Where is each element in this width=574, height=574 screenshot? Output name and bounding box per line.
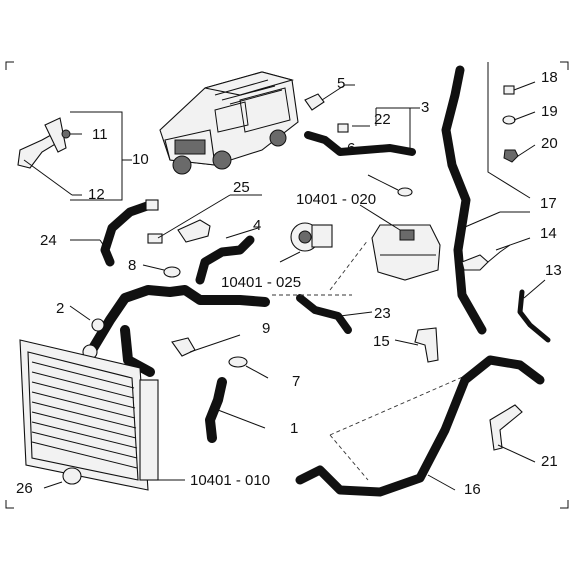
ring-7	[228, 356, 269, 379]
hose-16	[295, 355, 545, 497]
part-5	[304, 84, 355, 111]
label-8: 8	[128, 257, 136, 274]
part-9	[171, 334, 241, 357]
water-pump	[279, 222, 333, 263]
label-3: 3	[421, 99, 429, 116]
label-10401-020: 10401 - 020	[296, 191, 376, 208]
cap-26	[43, 467, 82, 489]
label-16: 16	[464, 481, 481, 498]
label-15: 15	[373, 333, 390, 350]
label-10401-025: 10401 - 025	[221, 274, 301, 291]
bracket-15	[394, 327, 439, 363]
label-21: 21	[541, 453, 558, 470]
label-23: 23	[374, 305, 391, 322]
label-25: 25	[233, 179, 250, 196]
label-26: 26	[16, 480, 33, 497]
label-5: 5	[337, 75, 345, 92]
radiator	[19, 339, 185, 491]
label-22: 22	[374, 111, 391, 128]
dashed-leaders	[272, 239, 491, 481]
label-13: 13	[545, 262, 562, 279]
ring-8	[142, 264, 181, 278]
hose-23	[296, 294, 373, 334]
label-19: 19	[541, 103, 558, 120]
hose-24-25	[70, 194, 262, 267]
label-1: 1	[290, 420, 298, 437]
sensor-14	[461, 237, 531, 271]
vehicle-illustration	[159, 71, 299, 175]
frame-corners	[5, 61, 569, 509]
expansion-tank	[359, 174, 441, 281]
label-9: 9	[262, 320, 270, 337]
hose-2-assembly	[69, 285, 270, 377]
label-10401-010: 10401 - 010	[190, 472, 270, 489]
label-17: 17	[540, 195, 557, 212]
callout-labels: 5 3 22 11 10 12 6 25 10401 - 020 4 24 8 …	[16, 69, 562, 498]
bracket-13	[517, 279, 551, 343]
label-2: 2	[56, 300, 64, 317]
label-12: 12	[88, 186, 105, 203]
label-7: 7	[292, 373, 300, 390]
label-11: 11	[92, 126, 108, 143]
label-6: 6	[347, 140, 355, 157]
hose-3-22	[304, 107, 420, 156]
hose-4	[195, 227, 259, 285]
label-10: 10	[132, 151, 149, 168]
hose-1	[205, 377, 266, 443]
label-14: 14	[540, 225, 557, 242]
label-20: 20	[541, 135, 558, 152]
hose-17	[441, 65, 530, 335]
label-24: 24	[40, 232, 57, 249]
fastener-box	[487, 62, 536, 199]
label-4: 4	[253, 217, 261, 234]
label-18: 18	[541, 69, 558, 86]
group-10-bracket	[17, 111, 132, 201]
bracket-21	[489, 404, 536, 463]
